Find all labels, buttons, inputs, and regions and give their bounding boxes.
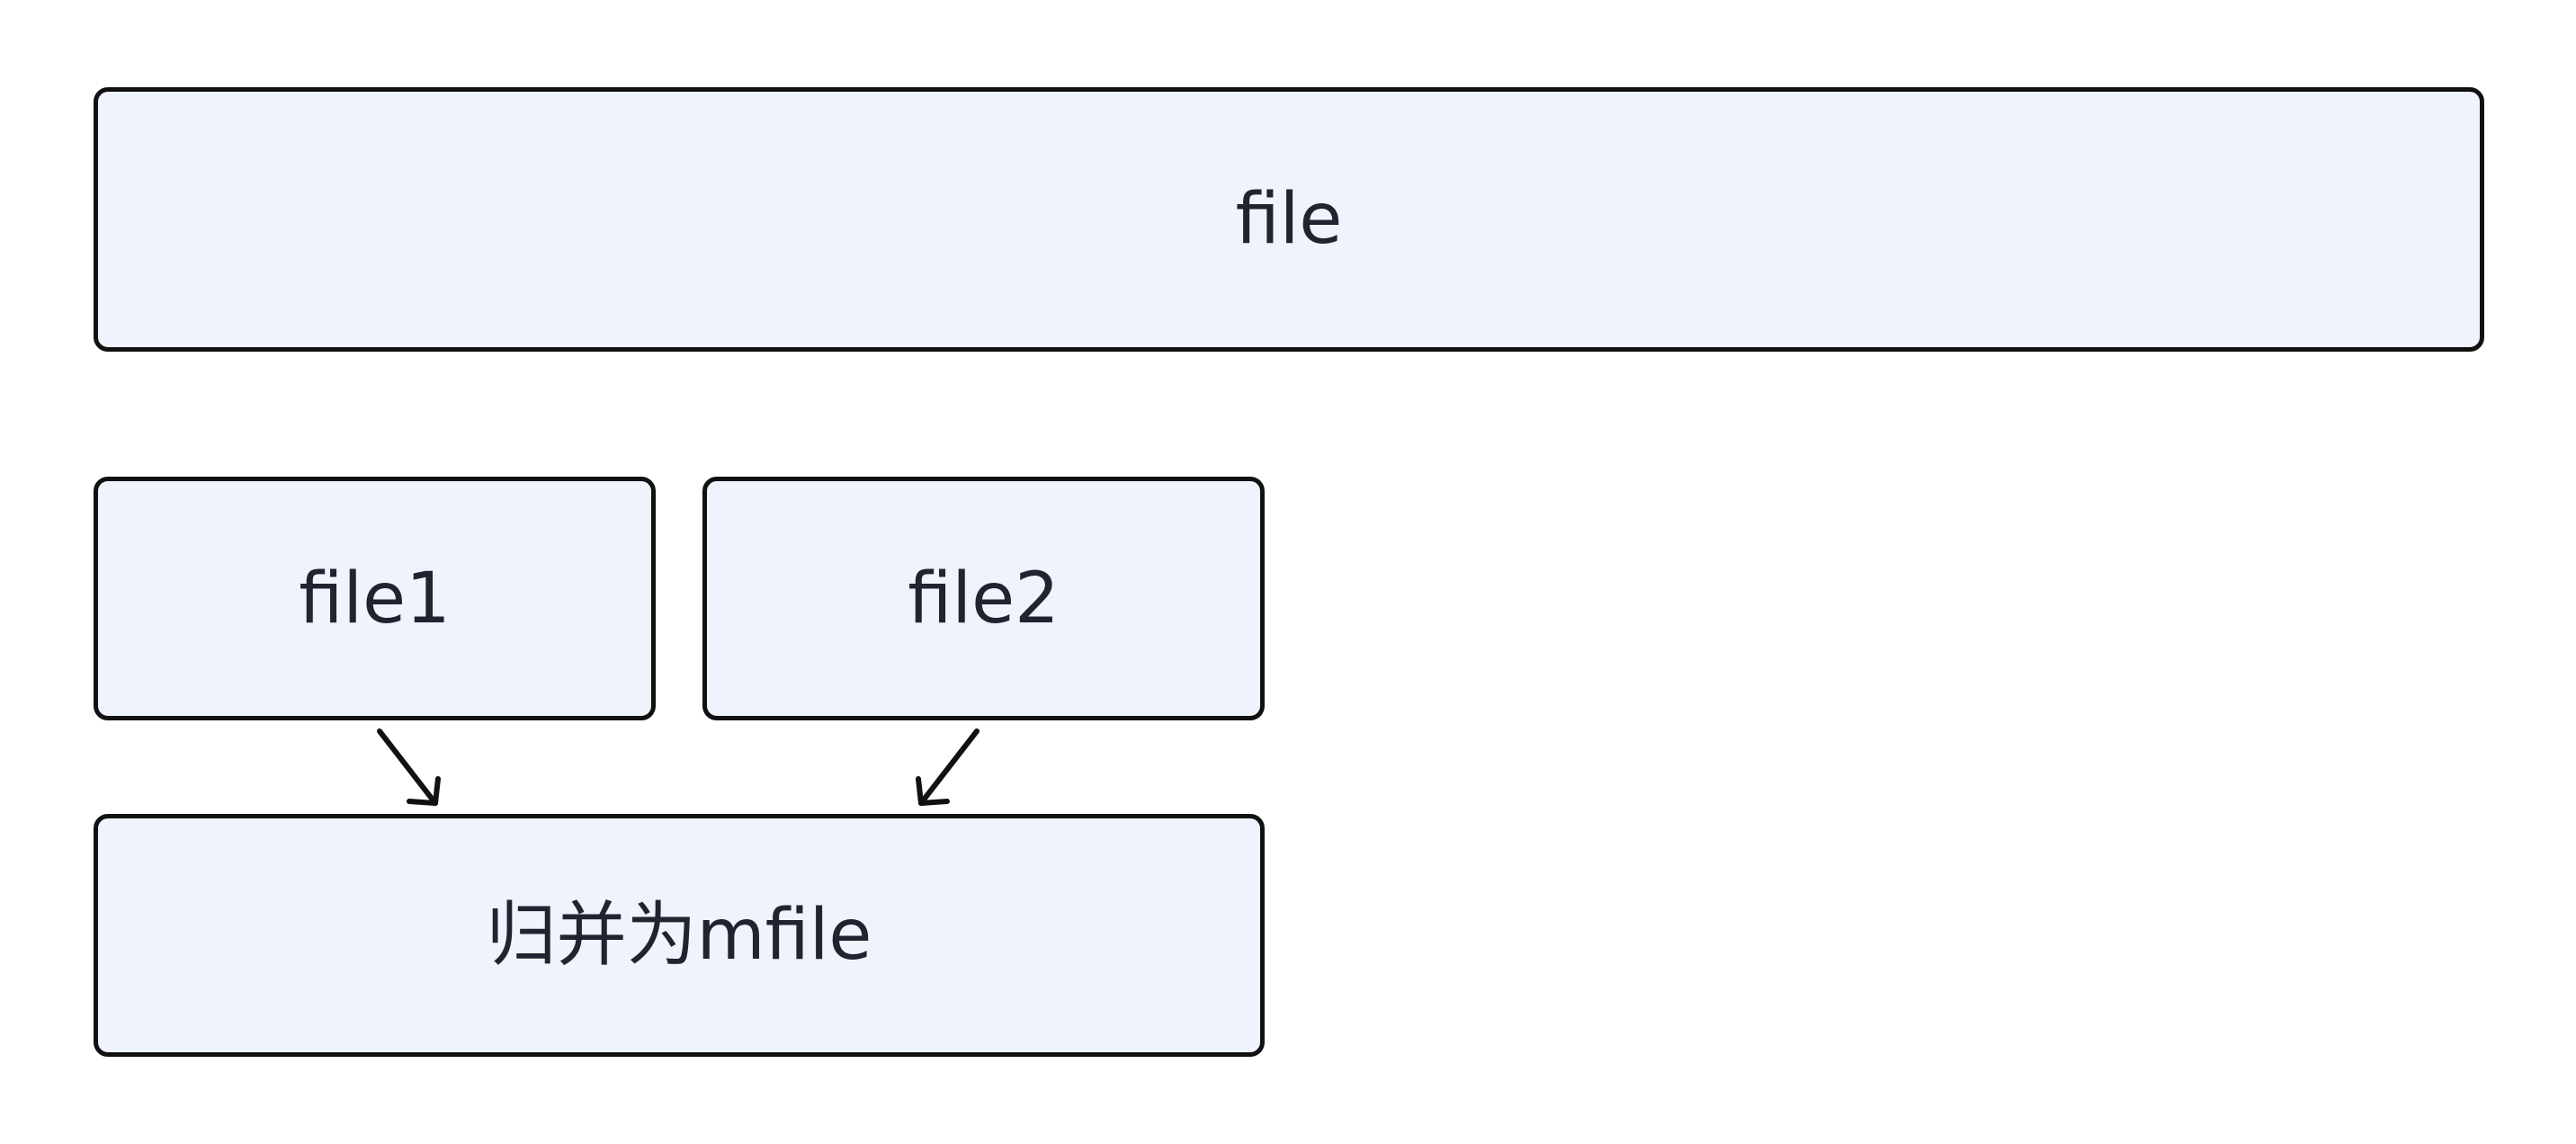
node-merge-mfile: 归并为mfile — [94, 814, 1265, 1057]
edge-file2-arrowhead — [916, 776, 950, 806]
edge-file1-arrowhead — [407, 776, 441, 806]
node-file1-label: file1 — [299, 558, 451, 639]
edge-file1-line — [377, 728, 438, 806]
node-file-label: file — [1235, 179, 1343, 260]
edge-file1-to-merge — [377, 728, 441, 806]
edge-file2-line — [918, 728, 979, 806]
node-file2-label: file2 — [908, 558, 1060, 639]
node-file1: file1 — [94, 477, 656, 720]
node-merge-mfile-label: 归并为mfile — [486, 895, 872, 976]
node-file: file — [94, 87, 2484, 352]
edge-file2-to-merge — [916, 728, 979, 806]
node-file2: file2 — [702, 477, 1265, 720]
